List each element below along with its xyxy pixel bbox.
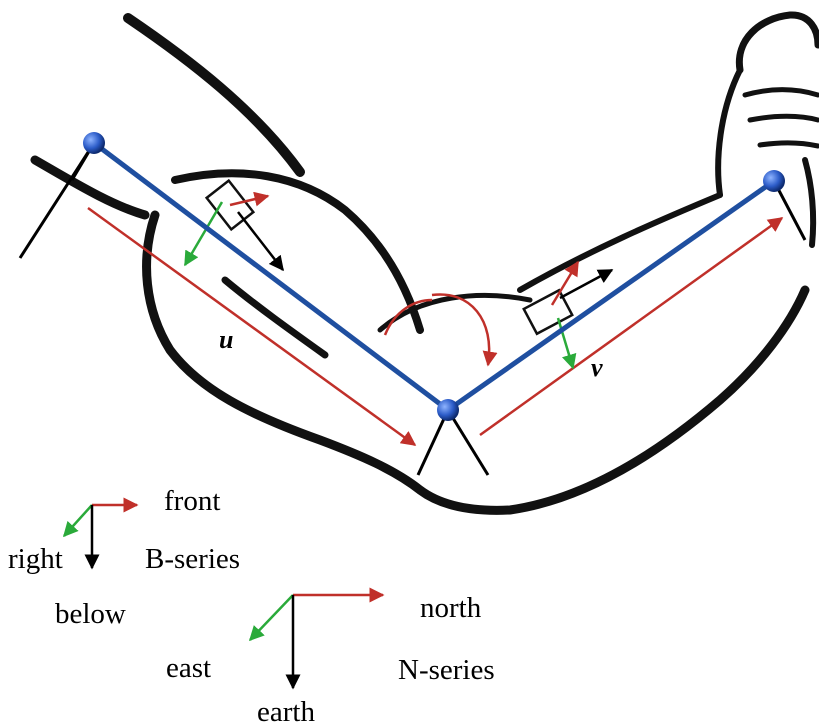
- vector-v-arrow: [480, 218, 782, 435]
- vector-v-label: v: [591, 355, 603, 381]
- upper-sensor-z-axis: [238, 212, 283, 270]
- elbow-rotation-arrow-right: [432, 294, 489, 365]
- nav-frame-axes: [250, 595, 383, 688]
- arm-outline: [35, 15, 818, 510]
- body-frame-axes: [64, 505, 137, 568]
- body-frame-name: B-series: [145, 545, 240, 574]
- vector-u-label: u: [219, 327, 233, 353]
- body-frame-y-label: right: [8, 545, 63, 574]
- forearm-sensor-z-axis: [560, 270, 612, 298]
- upper-sensor-x-axis: [230, 196, 268, 205]
- wrist-joint: [763, 170, 785, 192]
- nav-frame-x-label: north: [420, 594, 481, 623]
- elbow-joint: [437, 399, 459, 421]
- nav-frame-y-label: east: [166, 654, 211, 683]
- nav-frame-z-label: earth: [257, 698, 315, 726]
- nav-frame-name: N-series: [398, 656, 495, 685]
- body-frame-x-label: front: [164, 487, 220, 516]
- shoulder-joint: [83, 132, 105, 154]
- body-frame-z-label: below: [55, 600, 126, 629]
